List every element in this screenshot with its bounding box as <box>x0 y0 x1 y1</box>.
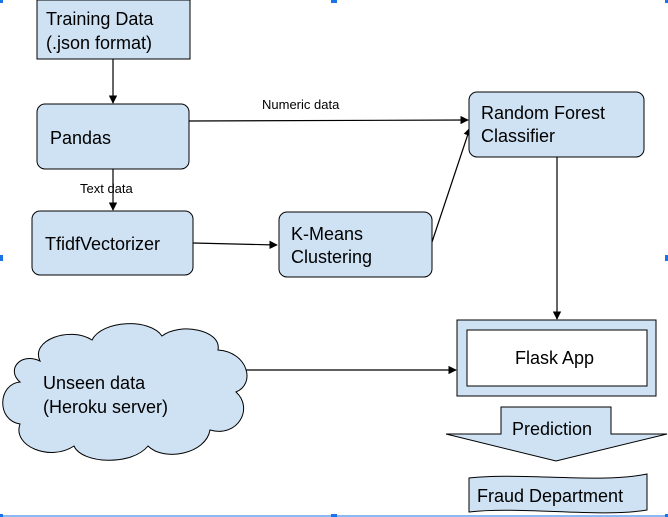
node-unseen-data-line1: Unseen data <box>43 373 146 393</box>
node-unseen-data-line2: (Heroku server) <box>43 397 168 417</box>
node-prediction: Prediction <box>445 406 668 462</box>
edges <box>108 59 562 375</box>
node-pandas-label: Pandas <box>50 128 111 148</box>
edge-label-numeric-data: Numeric data <box>262 97 340 112</box>
node-pandas: Pandas <box>36 103 190 170</box>
node-flask-app: Flask App <box>456 319 657 397</box>
node-training-data: Training Data (.json format) <box>36 0 191 60</box>
frame-handle-middle-left[interactable] <box>0 255 3 261</box>
frame-handle-middle-right[interactable] <box>665 255 668 261</box>
frame-handle-top-right[interactable] <box>665 0 668 3</box>
node-random-forest-line1: Random Forest <box>481 103 605 123</box>
node-tfidf-vectorizer: TfidfVectorizer <box>31 210 194 276</box>
edge-tfidf-to-kmeans <box>192 240 278 250</box>
node-unseen-data-cloud: Unseen data (Heroku server) <box>2 323 248 461</box>
node-training-data-line2: (.json format) <box>46 33 152 53</box>
node-kmeans-clustering: K-Means Clustering <box>278 211 433 278</box>
node-random-forest-classifier: Random Forest Classifier <box>468 91 645 158</box>
edge-pandas-to-random-forest <box>188 115 469 125</box>
node-flask-app-label: Flask App <box>515 348 594 368</box>
node-training-data-line1: Training Data <box>46 9 154 29</box>
node-fraud-department: Fraud Department <box>468 473 648 514</box>
edge-kmeans-to-random-forest <box>431 127 472 243</box>
node-random-forest-line2: Classifier <box>481 126 555 146</box>
node-tfidf-label: TfidfVectorizer <box>45 234 160 254</box>
frame-handle-top-left[interactable] <box>0 0 3 3</box>
frame-handle-top-middle[interactable] <box>331 0 337 3</box>
node-fraud-department-label: Fraud Department <box>477 486 623 506</box>
node-kmeans-line1: K-Means <box>291 224 363 244</box>
edge-label-text-data: Text data <box>80 181 134 196</box>
node-prediction-label: Prediction <box>512 419 592 439</box>
node-kmeans-line2: Clustering <box>291 247 372 267</box>
